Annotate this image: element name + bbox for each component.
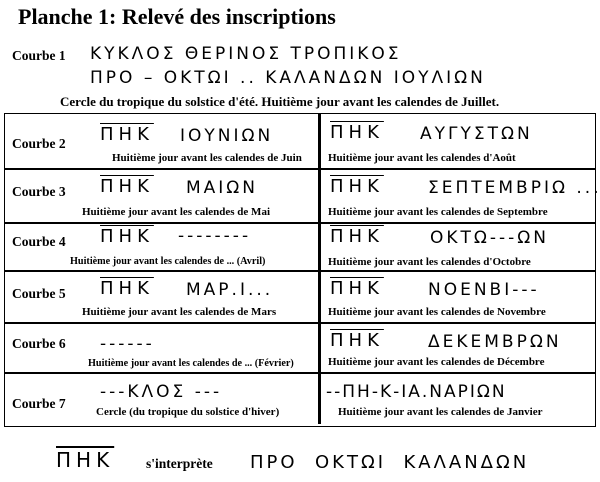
row3-right-translation: Huitième jour avant les calendes de Sept… <box>328 206 548 218</box>
row6-right-abbrev: ΠΗΚ <box>330 330 384 351</box>
row5-right-translation: Huitième jour avant les calendes de Nove… <box>328 306 546 318</box>
row5-left-abbrev: ΠΗΚ <box>100 278 154 299</box>
row4-left-greek: -------- <box>178 226 252 246</box>
row3-label: Courbe 3 <box>12 184 66 199</box>
row-separator <box>4 322 596 324</box>
row4-right-translation: Huitième jour avant les calendes d'Octob… <box>328 256 531 268</box>
row5-left-greek: ΜΑΡ.Ι... <box>186 280 274 300</box>
row2-left-greek: ΙΟΥΝΙΩΝ <box>180 126 274 146</box>
row2-right-translation: Huitième jour avant les calendes d'Août <box>328 152 516 164</box>
row2-left-abbrev: ΠΗΚ <box>100 124 154 145</box>
row1-greek-line1: ΚΥΚΛΟΣ ΘΕΡΙΝΟΣ ΤΡΟΠΙΚΟΣ <box>90 44 402 64</box>
row4-left-translation: Huitième jour avant les calendes de ... … <box>70 256 266 267</box>
row-separator <box>4 372 596 374</box>
row-separator <box>4 168 596 170</box>
column-divider <box>318 114 321 424</box>
row5-right-greek: ΝΟΕΝΒΙ--- <box>428 280 540 300</box>
footer-abbrev: ΠΗΚ <box>56 448 115 472</box>
row6-left-greek: ------ <box>100 334 155 354</box>
row4-left-abbrev: ΠΗΚ <box>100 226 154 247</box>
row3-right-greek: ΣΕΠΤΕΜΒΡΙΩ ... <box>428 178 600 198</box>
row1-label: Courbe 1 <box>12 48 66 63</box>
footer-greek: ΠΡΟ ΟΚΤΩΙ ΚΑΛΑΝΔΩΝ <box>250 452 530 473</box>
row6-right-greek: ΔΕΚΕΜΒΡΩΝ <box>428 332 562 352</box>
row2-left-translation: Huitième jour avant les calendes de Juin <box>112 152 302 164</box>
page-title: Planche 1: Relevé des inscriptions <box>18 4 336 29</box>
row7-left-greek: ---ΚΛΟΣ --- <box>100 382 223 402</box>
row5-left-translation: Huitième jour avant les calendes de Mars <box>82 306 277 318</box>
row7-label: Courbe 7 <box>12 396 66 411</box>
row3-left-abbrev: ΠΗΚ <box>100 176 154 197</box>
row-separator <box>4 270 596 272</box>
row3-left-translation: Huitième jour avant les calendes de Mai <box>82 206 270 218</box>
row2-right-abbrev: ΠΗΚ <box>330 122 384 143</box>
row7-left-translation: Cercle (du tropique du solstice d'hiver) <box>96 406 280 418</box>
footer-interp-label: s'interprète <box>146 456 213 471</box>
row6-left-translation: Huitième jour avant les calendes de ... … <box>88 358 294 369</box>
row2-label: Courbe 2 <box>12 136 66 151</box>
row1-greek-line2: ΠΡΟ – ΟΚΤΩΙ .. ΚΑΛΑΝΔΩΝ ΙΟΥΛΙΩΝ <box>90 68 486 88</box>
row-separator <box>4 222 596 224</box>
row4-right-abbrev: ΠΗΚ <box>330 226 384 247</box>
row7-right-greek: --ΠΗ-Κ-ΙΑ.ΝΑΡΙΩΝ <box>326 382 507 402</box>
row7-right-translation: Huitième jour avant les calendes de Janv… <box>338 406 543 418</box>
row5-label: Courbe 5 <box>12 286 66 301</box>
row3-right-abbrev: ΠΗΚ <box>330 176 384 197</box>
row1-translation: Cercle du tropique du solstice d'été. Hu… <box>60 94 500 109</box>
row4-label: Courbe 4 <box>12 234 66 249</box>
row6-label: Courbe 6 <box>12 336 66 351</box>
row3-left-greek: ΜΑΙΩΝ <box>186 178 259 198</box>
row4-right-greek: ΟΚΤΩ---ΩΝ <box>430 228 550 248</box>
row5-right-abbrev: ΠΗΚ <box>330 278 384 299</box>
row6-right-translation: Huitième jour avant les calendes de Déce… <box>328 356 545 368</box>
row2-right-greek: ΑΥΓΥΣΤΩΝ <box>420 124 533 144</box>
